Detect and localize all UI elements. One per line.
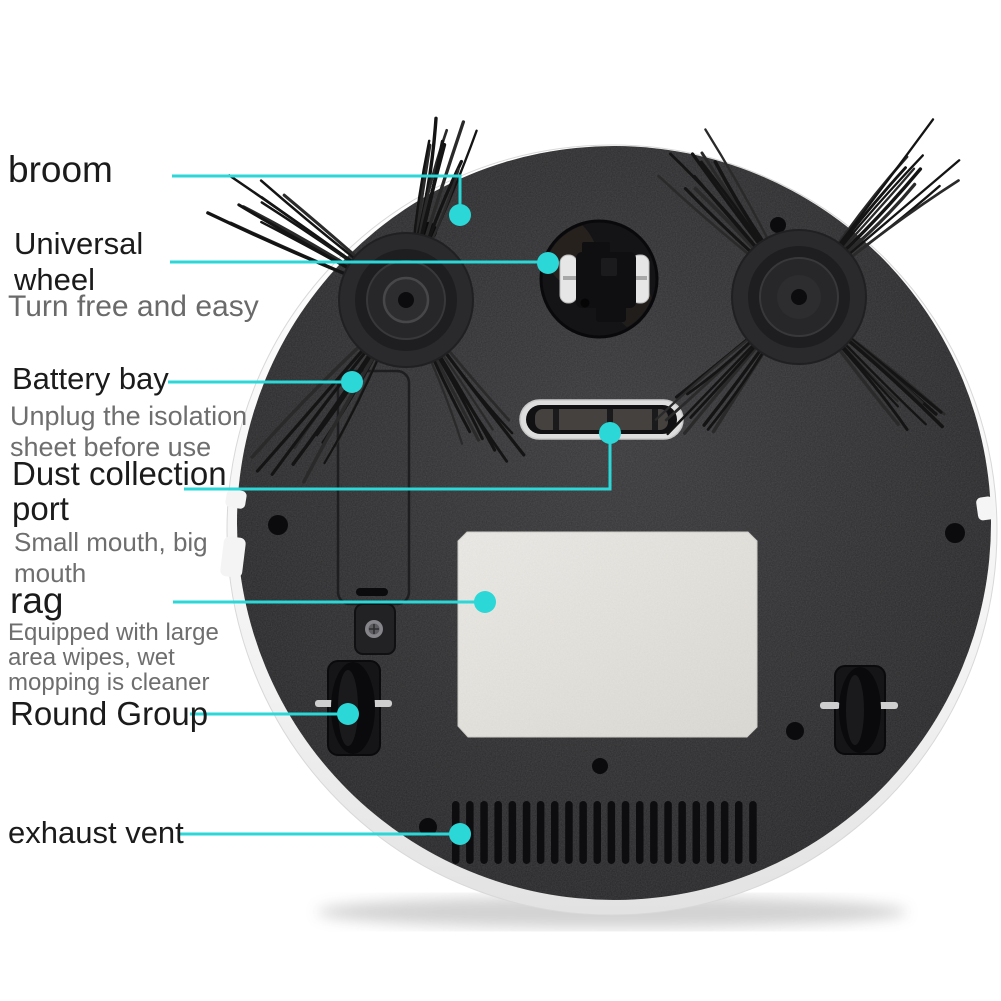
leader-lines (168, 174, 621, 845)
label-battery-bay-note: Unplug the isolation sheet before use (10, 401, 248, 462)
round-group-leader (190, 703, 359, 725)
broom-leader (172, 174, 471, 226)
label-universal-wheel: Universal wheel (14, 226, 144, 297)
dust-collection-port (519, 399, 684, 440)
label-rag: rag (10, 580, 64, 621)
screw-bracket (354, 603, 396, 655)
caster-bracket (576, 242, 636, 322)
universal-wheel-leader (170, 252, 559, 274)
label-broom: broom (8, 149, 113, 190)
mop-rag (457, 531, 758, 738)
dust-port-leader (184, 422, 621, 491)
drive-wheel-right (820, 665, 898, 755)
side-brush-right (731, 229, 867, 365)
side-brush-left (338, 232, 474, 368)
edge-notches (220, 489, 995, 578)
exhaust-vent-leader (180, 823, 471, 845)
label-round-group: Round Group (10, 695, 209, 732)
universal-wheel (539, 219, 659, 339)
label-rag-note: Equipped with large area wipes, wet mopp… (8, 619, 219, 696)
label-dust-collection-port-note: Small mouth, big mouth (14, 527, 208, 588)
battery-bay-leader (168, 371, 363, 393)
label-universal-wheel-note: Turn free and easy (8, 290, 259, 323)
label-battery-bay: Battery bay (12, 361, 169, 396)
label-exhaust-vent: exhaust vent (8, 815, 184, 850)
rag-leader (173, 591, 496, 613)
label-dust-collection-port: Dust collection port (12, 455, 227, 527)
